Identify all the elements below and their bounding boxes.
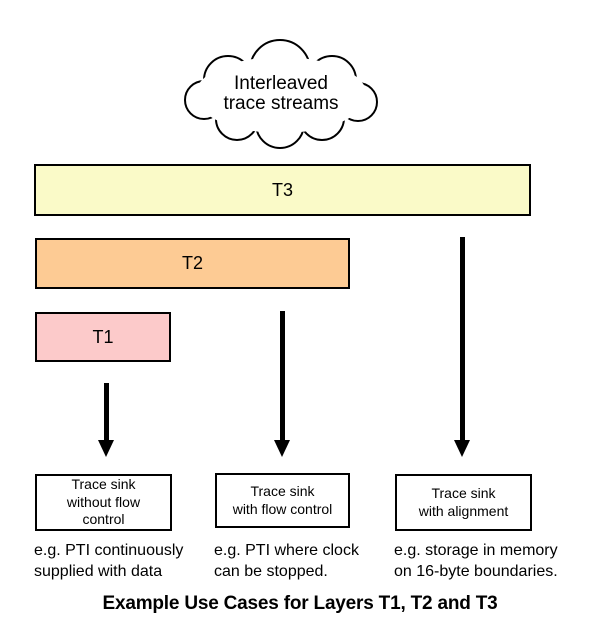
sink-box-without-flow-control: Trace sink without flow control xyxy=(35,474,172,531)
arrow-down-t1-icon xyxy=(98,383,114,457)
layer-bar-t2: T2 xyxy=(35,238,350,289)
sink-box-line: with alignment xyxy=(418,502,509,519)
caption-line: can be stopped. xyxy=(214,563,328,580)
cloud-label-line1: Interleaved xyxy=(233,73,328,94)
arrow-head xyxy=(274,440,290,457)
cloud-label-line2: trace streams xyxy=(223,93,339,114)
sink-caption-without-flow-control: e.g. PTI continuously supplied with data xyxy=(34,540,183,582)
layer-label-t1: T1 xyxy=(92,326,114,347)
arrow-stem xyxy=(459,237,465,441)
caption-line: supplied with data xyxy=(34,563,163,580)
arrow-down-t3-icon xyxy=(454,237,470,457)
sink-box-line: without flow xyxy=(66,493,141,510)
arrow-stem xyxy=(103,383,109,441)
arrow-head xyxy=(454,440,470,457)
sink-box-line: Trace sink xyxy=(71,476,136,493)
caption-line: e.g. PTI where clock xyxy=(214,542,359,559)
sink-caption-with-flow-control: e.g. PTI where clock can be stopped. xyxy=(214,540,359,582)
layer-label-t2: T2 xyxy=(181,253,203,273)
arrow-down-t2-icon xyxy=(274,311,290,457)
sink-box-line: Trace sink xyxy=(250,483,315,499)
sink-box-with-flow-control: Trace sink with flow control xyxy=(215,473,350,528)
layer-bar-t1: T1 xyxy=(35,312,171,362)
layer-bar-t3: T3 xyxy=(34,164,531,216)
cloud-label: Interleaved trace streams xyxy=(180,74,382,114)
sink-box-line: control xyxy=(82,511,125,528)
sink-box-line: Trace sink xyxy=(431,485,496,501)
sink-caption-with-alignment: e.g. storage in memory on 16-byte bounda… xyxy=(394,540,558,582)
arrow-stem xyxy=(279,311,285,441)
sink-box-line: with flow control xyxy=(232,500,333,517)
layer-label-t3: T3 xyxy=(271,179,293,200)
caption-line: on 16-byte boundaries. xyxy=(394,563,558,580)
arrow-head xyxy=(98,440,114,457)
diagram-title: Example Use Cases for Layers T1, T2 and … xyxy=(102,593,498,614)
sink-box-with-alignment: Trace sink with alignment xyxy=(395,474,532,531)
cloud-icon xyxy=(184,39,378,149)
caption-line: e.g. storage in memory xyxy=(394,542,558,559)
caption-line: e.g. PTI continuously xyxy=(34,542,184,559)
